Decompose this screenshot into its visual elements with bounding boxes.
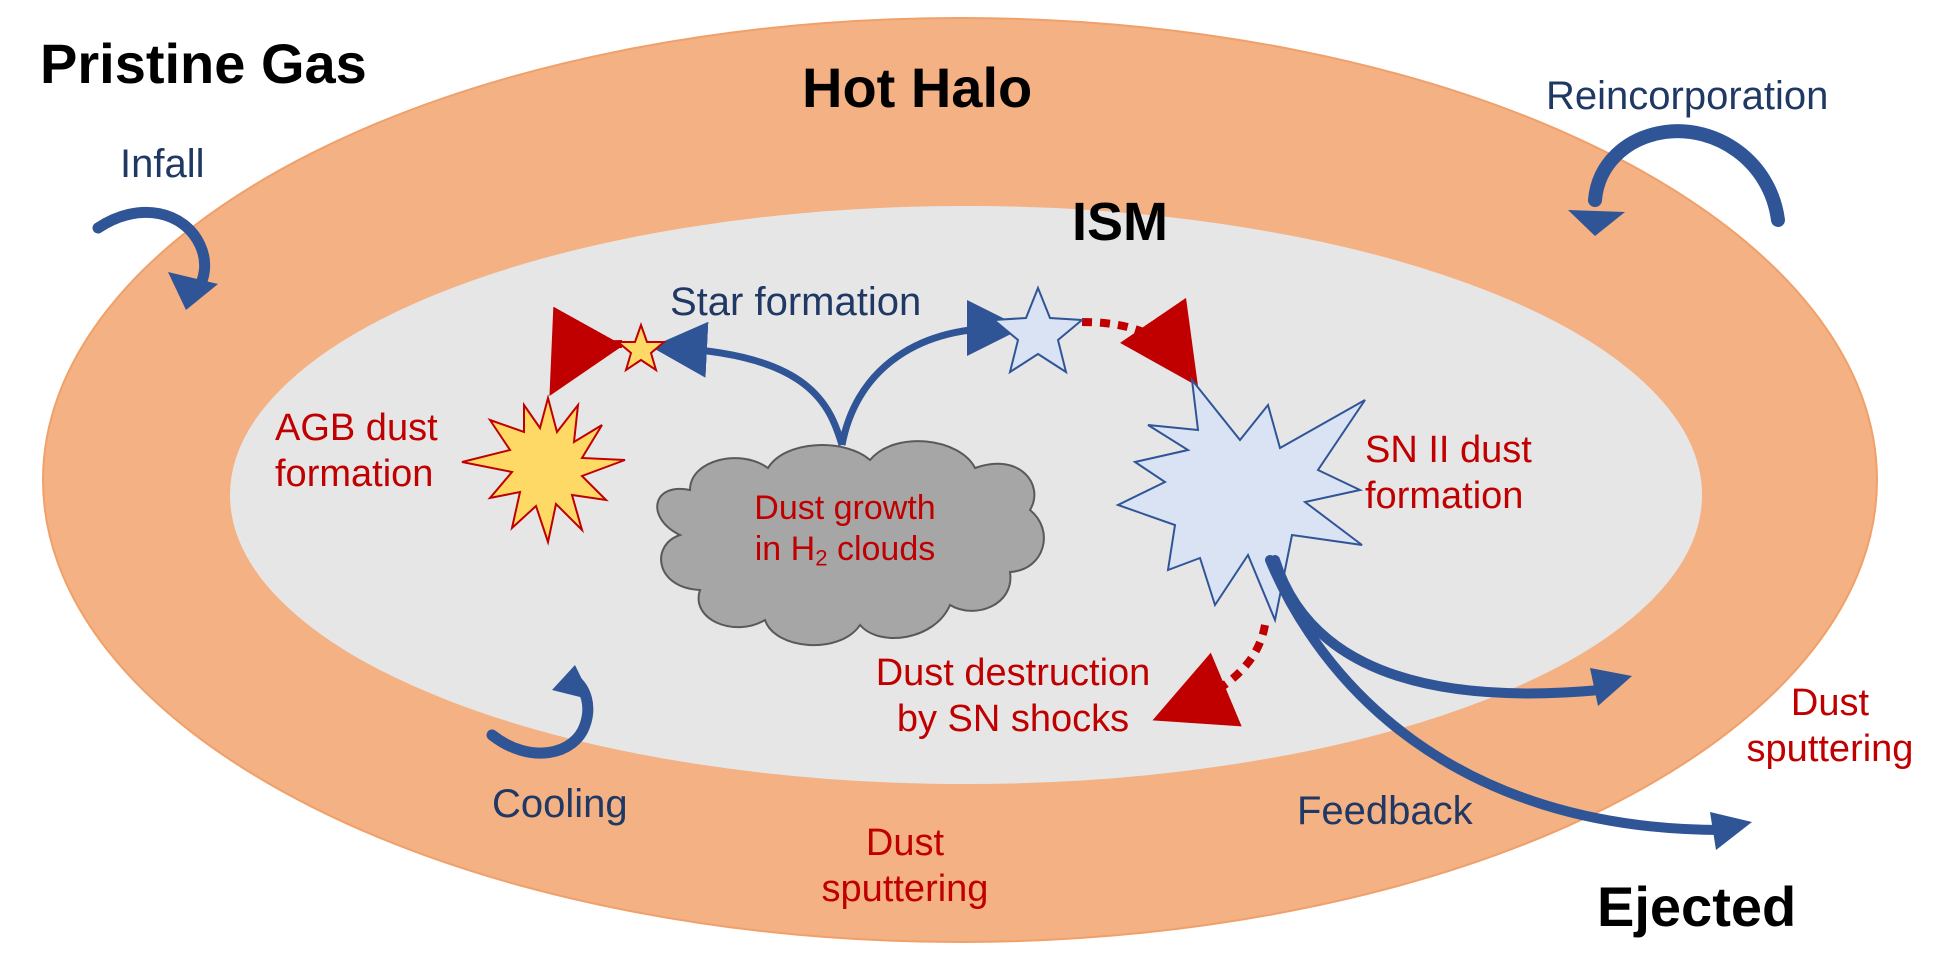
sn2-dust-line1: SN II dust — [1365, 429, 1532, 471]
dust-destruction-line2: by SN shocks — [896, 698, 1130, 741]
dust-destruction-line1: Dust destruction — [875, 652, 1151, 694]
dust-sputtering-ejected-label: Dust sputtering — [1735, 680, 1925, 773]
sn2-dust-line2: formation — [1365, 475, 1524, 518]
feedback-arrow-icon — [1265, 555, 1752, 850]
dust-sputtering-ejected-line1: Dust — [1790, 682, 1870, 724]
reincorporation-arrow-icon — [1568, 124, 1785, 236]
ejected-label: Ejected — [1597, 875, 1797, 938]
agb-dust-label: AGB dust formation — [275, 405, 438, 498]
infall-label: Infall — [120, 142, 205, 186]
dust-sputtering-halo-line1: Dust — [865, 822, 945, 864]
dust-sputtering-ejected-line2: sputtering — [1746, 728, 1914, 771]
dust-destruction-label: Dust destruction by SN shocks — [858, 650, 1168, 743]
agb-dust-line1: AGB dust — [275, 407, 438, 449]
dust-growth-line1: Dust growth — [754, 489, 936, 527]
cooling-label: Cooling — [492, 782, 628, 826]
reincorporation-label: Reincorporation — [1546, 74, 1829, 118]
infall-arrow-icon — [92, 206, 218, 310]
dust-growth-label: Dust growth in H2 clouds — [705, 488, 985, 571]
agb-dust-line2: formation — [275, 453, 434, 496]
dust-growth-line2-prefix: in H — [754, 530, 816, 569]
hot-halo-label: Hot Halo — [802, 56, 1033, 119]
h2-cloud-icon — [656, 440, 1045, 646]
small-star-icon — [615, 321, 667, 373]
dust-sputtering-halo-label: Dust sputtering — [800, 820, 1010, 913]
star-formation-arrows — [651, 300, 1023, 447]
star-formation-label: Star formation — [670, 280, 922, 324]
pristine-gas-label: Pristine Gas — [40, 32, 367, 95]
dust-growth-line2: in H2 clouds — [705, 529, 985, 570]
sn2-dust-label: SN II dust formation — [1365, 427, 1532, 520]
dust-sputtering-halo-line2: sputtering — [821, 868, 989, 911]
dust-growth-line2-suffix: clouds — [827, 530, 936, 569]
h2-subscript: 2 — [815, 545, 828, 571]
blue-star-icon — [991, 285, 1085, 375]
sn-burst-icon — [1115, 376, 1366, 624]
agb-burst-icon — [461, 394, 626, 546]
ism-label: ISM — [1072, 192, 1169, 252]
dust-production-arrows — [549, 297, 1269, 727]
feedback-label: Feedback — [1297, 789, 1473, 833]
cooling-arrow-icon — [486, 665, 594, 759]
